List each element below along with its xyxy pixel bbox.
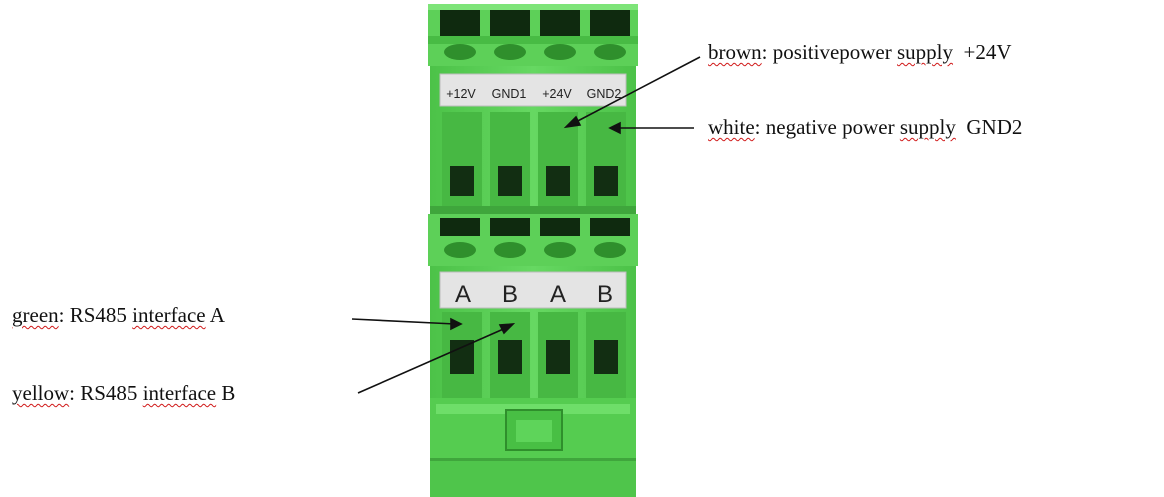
- brown-pointer-line: [571, 56, 701, 125]
- pointer-lines: [351, 56, 701, 394]
- upper-wire-socket: [594, 166, 618, 196]
- upper-screw-slot: [540, 10, 580, 36]
- lower-wire-socket: [546, 340, 570, 374]
- lower-terminal-label: A: [550, 281, 566, 308]
- lower-wire-socket: [450, 340, 474, 374]
- upper-screw-slot: [590, 10, 630, 36]
- lower-terminal-label: B: [597, 281, 613, 308]
- annotation-green: green: RS485 interface A: [12, 303, 225, 327]
- upper-label-strip: [439, 73, 627, 107]
- yellow-pointer-line: [357, 326, 509, 394]
- annotation-color-word: white: [708, 115, 755, 139]
- annotation-value: GND2: [966, 115, 1023, 139]
- lower-label-row: A B A B: [455, 281, 613, 308]
- upper-terminal-label: GND1: [492, 87, 527, 101]
- lower-label-strip: [439, 271, 627, 309]
- annotation-desc: power: [839, 40, 892, 64]
- upper-terminal-label: GND2: [587, 87, 622, 101]
- upper-screw-slot: [440, 10, 480, 36]
- upper-screw-head: [544, 44, 576, 60]
- annotation-yellow: yellow: RS485 interface B: [12, 381, 236, 405]
- upper-screw-head: [494, 44, 526, 60]
- upper-screw-slot: [490, 10, 530, 36]
- lower-screw-head: [594, 242, 626, 258]
- upper-screw-head: [594, 44, 626, 60]
- yellow-pointer-arrowhead: [498, 323, 516, 335]
- annotation-desc: negative: [765, 115, 837, 139]
- upper-terminal-label: +24V: [542, 87, 572, 101]
- annotation-desc: interface: [142, 381, 217, 405]
- annotation-desc: interface: [132, 303, 206, 327]
- annotation-value: +24V: [963, 40, 1012, 64]
- upper-wire-socket: [450, 166, 474, 196]
- lower-screw-slot: [440, 218, 480, 236]
- upper-screw-head: [444, 44, 476, 60]
- annotation-color-word: yellow: [12, 381, 70, 405]
- upper-label-row: +12V GND1 +24V GND2: [446, 87, 621, 101]
- annotation-desc: positive: [772, 40, 840, 64]
- lower-terminal-label: A: [455, 281, 471, 308]
- lower-wire-socket: [498, 340, 522, 374]
- white-pointer-arrowhead: [608, 121, 621, 135]
- green-pointer-line: [351, 318, 456, 325]
- lower-screw-head: [494, 242, 526, 258]
- annotation-desc: RS485: [69, 303, 127, 327]
- annotation-color-word: brown: [708, 40, 762, 64]
- lower-terminal-block: A B A B: [428, 214, 638, 406]
- lower-screw-head: [444, 242, 476, 258]
- green-pointer-arrowhead: [450, 317, 463, 331]
- annotation-desc: power: [842, 115, 895, 139]
- upper-terminal-label: +12V: [446, 87, 476, 101]
- annotation-value: A: [209, 303, 225, 327]
- annotation-value: B: [221, 381, 236, 405]
- annotation-desc: supply: [897, 40, 954, 64]
- annotation-color-word: green: [12, 303, 59, 327]
- upper-socket-row: [442, 112, 626, 206]
- lower-screw-slot: [540, 218, 580, 236]
- lower-socket-row: [442, 312, 626, 398]
- upper-wire-socket: [498, 166, 522, 196]
- annotation-white: white: negative power supply GND2: [708, 115, 1023, 139]
- upper-terminal-block: +12V GND1 +24V GND2: [428, 4, 638, 214]
- lower-terminal-label: B: [502, 281, 518, 308]
- lower-wire-socket: [594, 340, 618, 374]
- lower-screw-slot: [590, 218, 630, 236]
- annotation-brown: brown: positivepower supply +24V: [708, 40, 1012, 64]
- annotation-desc: supply: [899, 115, 956, 139]
- annotation-desc: RS485: [80, 381, 138, 405]
- lower-screw-head: [544, 242, 576, 258]
- lower-screw-slot: [490, 218, 530, 236]
- brown-pointer-arrowhead: [563, 115, 582, 129]
- din-rail-base: [430, 398, 636, 497]
- upper-wire-socket: [546, 166, 570, 196]
